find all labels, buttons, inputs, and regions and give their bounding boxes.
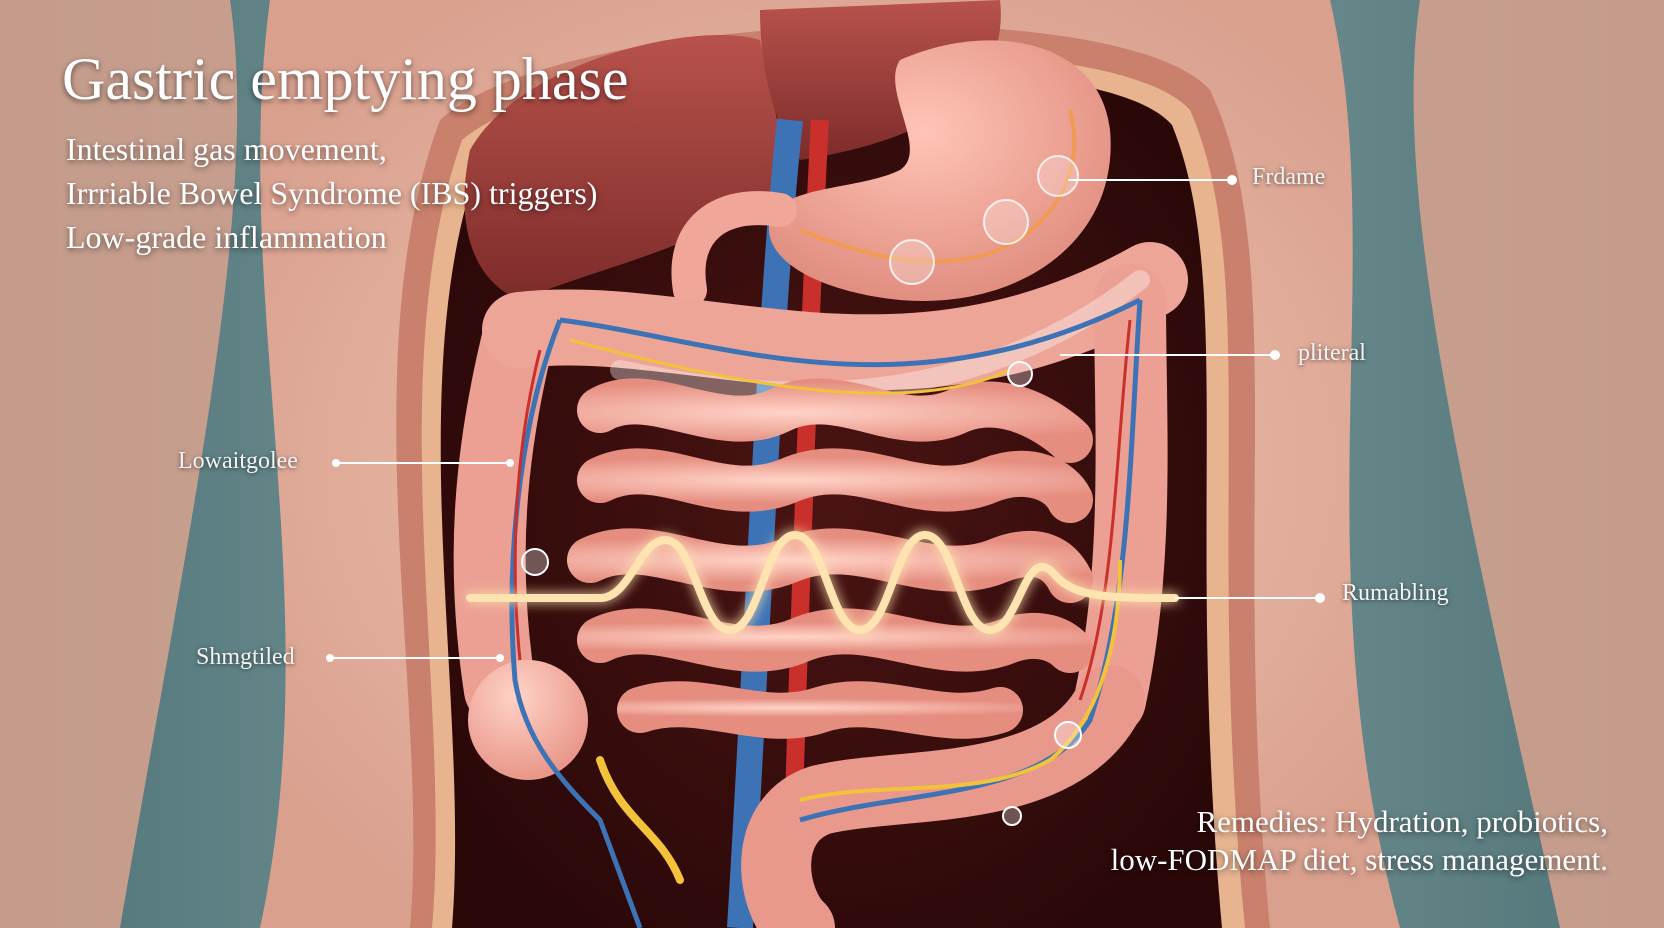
ascending-colon	[453, 294, 556, 726]
stomach-orange-line	[799, 109, 1077, 264]
gas-bubble	[1007, 361, 1033, 387]
callout-label-stomach: Frdame	[1252, 164, 1326, 190]
vein-right	[799, 299, 1143, 823]
nerve-left	[596, 756, 684, 884]
subtitle-line-1: Intestinal gas movement,	[66, 131, 387, 167]
subtitle-line-3: Low-grade inflammation	[66, 219, 387, 255]
callout-label-wave: Rumabling	[1342, 580, 1449, 606]
liver	[464, 34, 790, 301]
callout-label-transverse-colon: pliteral	[1298, 340, 1366, 366]
remedies-line-2: low-FODMAP diet, stress management.	[1110, 842, 1608, 877]
duodenum	[671, 191, 797, 307]
callout-dot	[1227, 175, 1237, 185]
vein-left	[509, 319, 643, 928]
gas-bubble	[983, 199, 1029, 245]
callout-label-cecum: Shmgtiled	[196, 644, 295, 670]
right-arm	[1413, 0, 1664, 928]
gas-bubble	[1054, 721, 1082, 749]
descending-colon	[1074, 264, 1168, 736]
callout-label-ascending-colon: Lowaitgolee	[178, 448, 298, 474]
liver-right-lobe	[760, 0, 1001, 160]
gas-bubble	[1002, 806, 1022, 826]
vein-transverse	[559, 297, 1142, 368]
diagram-title: Gastric emptying phase	[62, 46, 629, 112]
callout-lines	[330, 179, 1320, 659]
remedies-line-1: Remedies: Hydration, probiotics,	[1196, 804, 1608, 839]
artery-right	[1078, 319, 1132, 701]
nerve-transverse	[569, 338, 1011, 395]
callout-dot	[332, 459, 340, 467]
peristaltic-wave	[466, 530, 1179, 635]
gas-bubble	[1037, 155, 1079, 197]
callout-dot	[1270, 350, 1280, 360]
callout-dot	[496, 654, 504, 662]
callout-dot	[1315, 593, 1325, 603]
artery-left	[513, 349, 542, 661]
left-arm	[0, 0, 238, 928]
nerve-right	[799, 559, 1122, 802]
subtitle-line-2: Irrriable Bowel Syndrome (IBS) triggers)	[66, 175, 598, 211]
callout-dot	[506, 459, 514, 467]
gas-bubble	[889, 239, 935, 285]
callout-dots	[326, 175, 1325, 662]
gas-bubble	[521, 548, 549, 576]
callout-dot	[326, 654, 334, 662]
